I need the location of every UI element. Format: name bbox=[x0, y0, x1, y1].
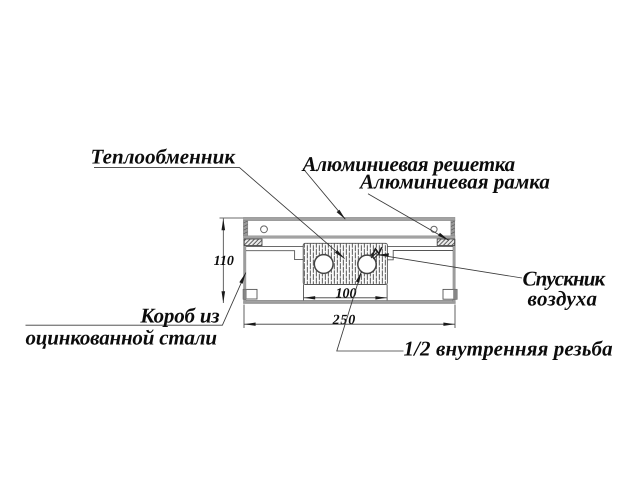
svg-text:Короб из: Короб из bbox=[139, 303, 219, 327]
svg-text:100: 100 bbox=[336, 286, 357, 301]
svg-text:1/2 внутренняя резьба: 1/2 внутренняя резьба bbox=[404, 336, 613, 360]
svg-text:Алюминиевая решетка: Алюминиевая решетка bbox=[301, 152, 515, 176]
svg-text:воздуха: воздуха bbox=[528, 286, 598, 310]
svg-text:оцинкованной стали: оцинкованной стали bbox=[26, 325, 217, 349]
svg-text:250: 250 bbox=[332, 313, 356, 328]
svg-text:Спускник: Спускник bbox=[523, 266, 607, 290]
svg-text:Теплообменник: Теплообменник bbox=[91, 145, 237, 169]
svg-text:110: 110 bbox=[214, 254, 234, 269]
svg-text:Алюминиевая рамка: Алюминиевая рамка bbox=[358, 169, 550, 193]
